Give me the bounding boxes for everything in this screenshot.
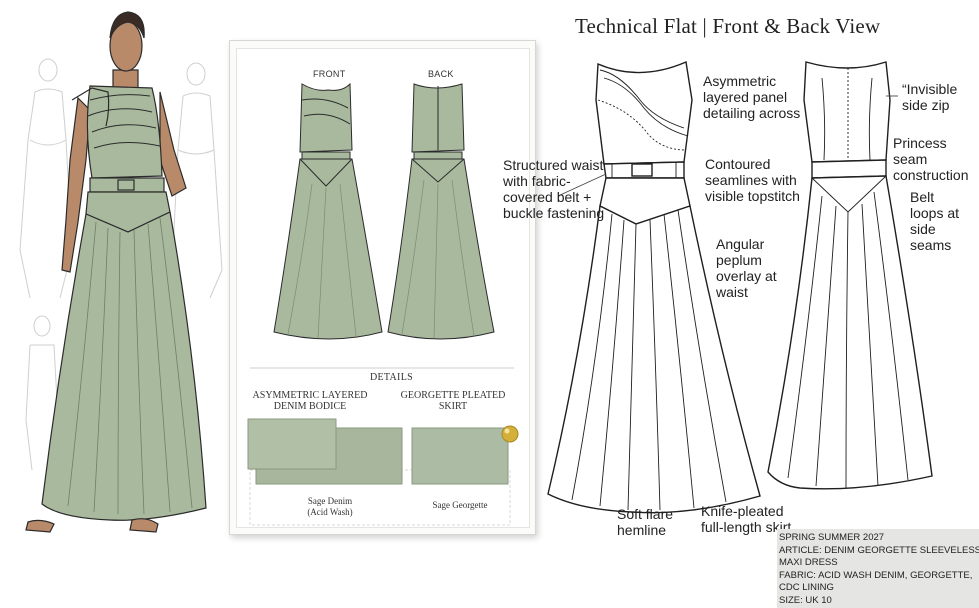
figure (25, 11, 207, 533)
flat-back-bodice (803, 61, 891, 163)
flat-back-belt (811, 159, 887, 179)
spec-article-line2: MAXI DRESS (779, 557, 838, 568)
spec-season: SPRING SUMMER 2027 (779, 532, 885, 543)
bodice-detail-title-line2: DENIM BODICE (273, 401, 347, 412)
flat-back-skirt (767, 175, 933, 490)
georgette-swatch-label: Sage Georgette (432, 500, 488, 510)
spec-size: SIZE: UK 10 (779, 594, 832, 606)
board-front-bodice (299, 82, 353, 153)
skirt-detail-title-line2: SKIRT (438, 401, 468, 412)
spec-box: SPRING SUMMER 2027 ARTICLE: DENIM GEORGE… (777, 529, 979, 608)
spec-article-line1: ARTICLE: DENIM GEORGETTE SLEEVELESS (779, 544, 979, 556)
flat-front-skirt (547, 204, 761, 514)
skirt-detail-title-line1: GEORGETTE PLEATED (400, 390, 506, 401)
denim-swatch-front (247, 418, 337, 470)
page-title: Technical Flat | Front & Back View (575, 14, 881, 38)
bodice-detail-title-line1: ASYMMETRIC LAYERED (252, 390, 368, 401)
board-front-skirt (273, 158, 383, 340)
spec-fabric-line1: FABRIC: ACID WASH DENIM, GEORGETTE, (779, 569, 973, 581)
background-croquis-sketch (19, 58, 223, 471)
details-label: DETAILS (370, 372, 413, 383)
denim-swatch-label-line2: (Acid Wash) (307, 507, 353, 517)
back-label: BACK (428, 69, 454, 79)
flat-front-bodice (595, 60, 693, 165)
flat-front-buckle (631, 163, 653, 177)
denim-swatch-label-line1: Sage Denim (307, 496, 353, 506)
georgette-swatch (411, 427, 509, 485)
spec-fabric-line2: CDC LINING (779, 582, 834, 593)
front-label: FRONT (313, 69, 346, 79)
